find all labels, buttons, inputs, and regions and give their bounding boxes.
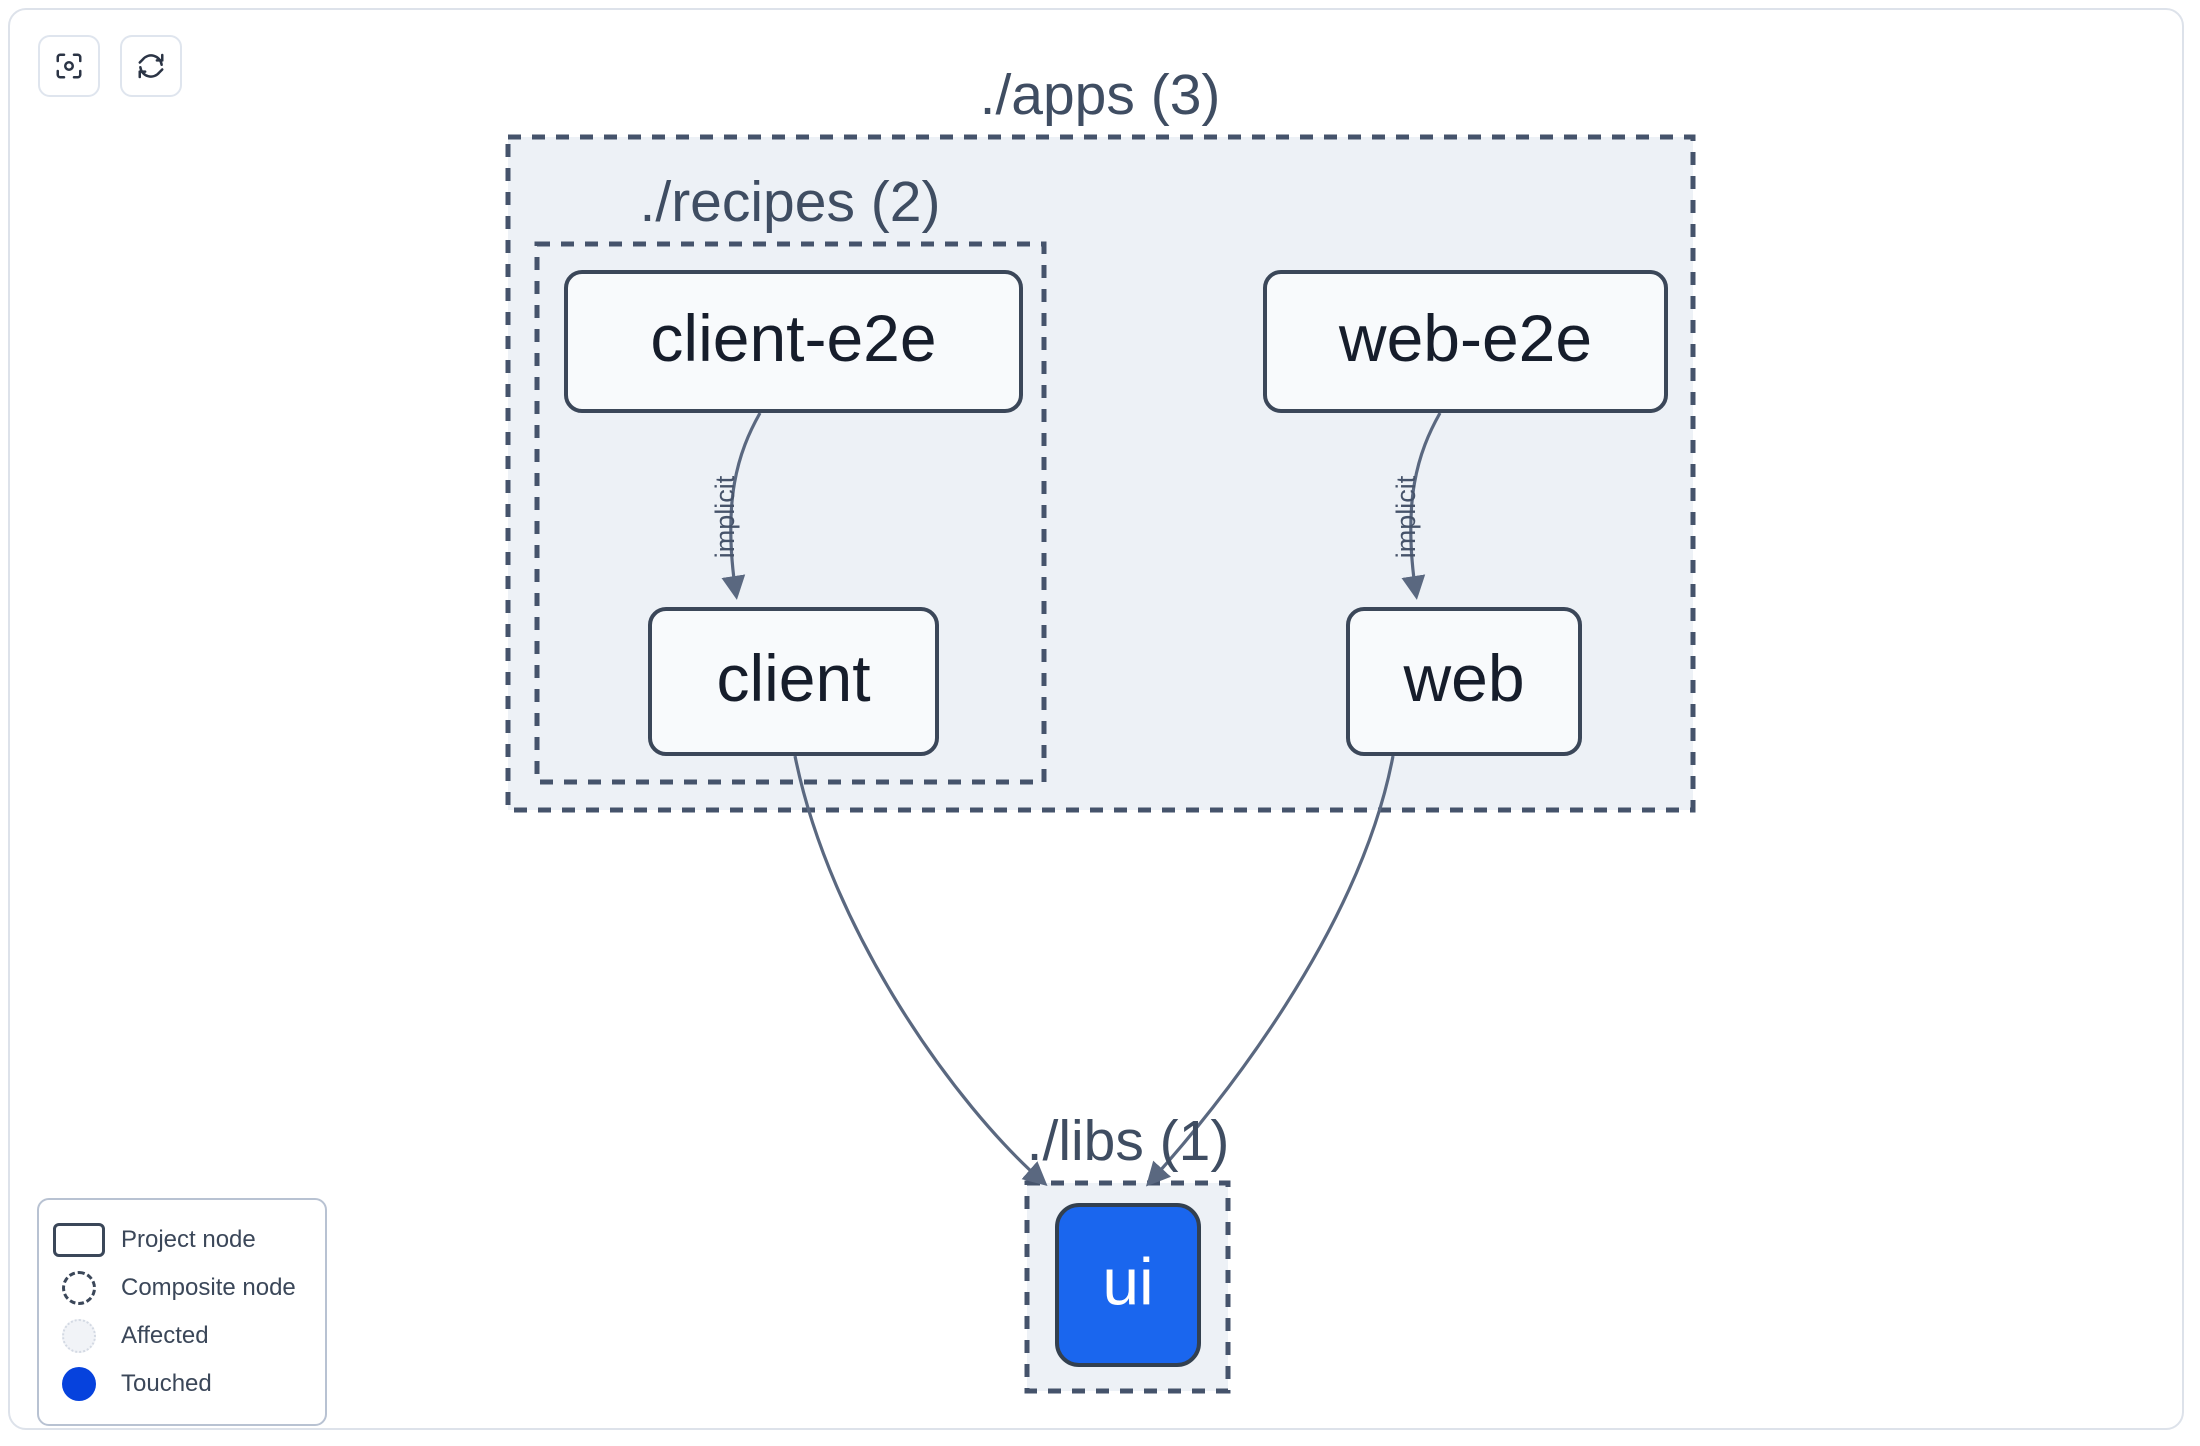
legend-label-project-node: Project node — [121, 1226, 256, 1253]
graph-node-label-client-e2e: client-e2e — [650, 301, 936, 375]
graph-group-label-apps: ./apps (3) — [980, 63, 1221, 127]
graph-nodes-layer: client-e2e web-e2e client web ui — [564, 270, 1668, 1367]
graph-node-client-e2e[interactable] — [564, 270, 1023, 413]
graph-edge-labels-layer: implicit implicit — [710, 475, 1421, 558]
graph-node-client[interactable] — [648, 607, 939, 756]
graph-edge-label-client-e2e-to-client: implicit — [710, 475, 740, 558]
graph-edge-web-e2e-to-web[interactable] — [1401, 412, 1442, 600]
graph-edge-client-e2e-to-client[interactable] — [721, 412, 762, 600]
composite-node-swatch — [53, 1269, 105, 1307]
legend-item-project-node: Project node — [53, 1216, 307, 1264]
legend-label-affected: Affected — [121, 1322, 209, 1349]
graph-node-label-web-e2e: web-e2e — [1338, 301, 1592, 375]
graph-toolbar — [38, 35, 182, 97]
graph-legend: Project node Composite node Affected Tou… — [37, 1198, 327, 1426]
refresh-graph-button[interactable] — [120, 35, 182, 97]
graph-node-ui[interactable] — [1055, 1203, 1201, 1367]
project-node-swatch — [53, 1221, 105, 1259]
graph-group-label-recipes: ./recipes (2) — [640, 170, 941, 234]
legend-item-composite-node: Composite node — [53, 1264, 307, 1312]
graph-edges-layer — [721, 412, 1442, 1187]
touched-swatch — [53, 1365, 105, 1403]
graph-node-label-ui: ui — [1102, 1244, 1153, 1318]
legend-label-composite-node: Composite node — [121, 1274, 296, 1301]
graph-edge-client-to-ui[interactable] — [793, 755, 1048, 1186]
legend-item-touched: Touched — [53, 1360, 307, 1408]
graph-edge-web-to-ui[interactable] — [1145, 755, 1395, 1187]
graph-edge-label-web-e2e-to-web: implicit — [1391, 475, 1421, 558]
refresh-icon — [136, 51, 166, 81]
graph-group-label-libs: ./libs (1) — [1027, 1109, 1230, 1173]
graph-node-web[interactable] — [1346, 607, 1582, 756]
graph-group-labels-layer: ./apps (3) ./recipes (2) ./libs (1) — [640, 63, 1230, 1173]
focus-graph-button[interactable] — [38, 35, 100, 97]
affected-swatch — [53, 1317, 105, 1355]
legend-item-affected: Affected — [53, 1312, 307, 1360]
graph-node-label-web: web — [1402, 641, 1524, 715]
legend-label-touched: Touched — [121, 1370, 212, 1397]
graph-node-web-e2e[interactable] — [1263, 270, 1668, 413]
focus-scan-icon — [54, 51, 84, 81]
graph-node-label-client: client — [716, 641, 870, 715]
